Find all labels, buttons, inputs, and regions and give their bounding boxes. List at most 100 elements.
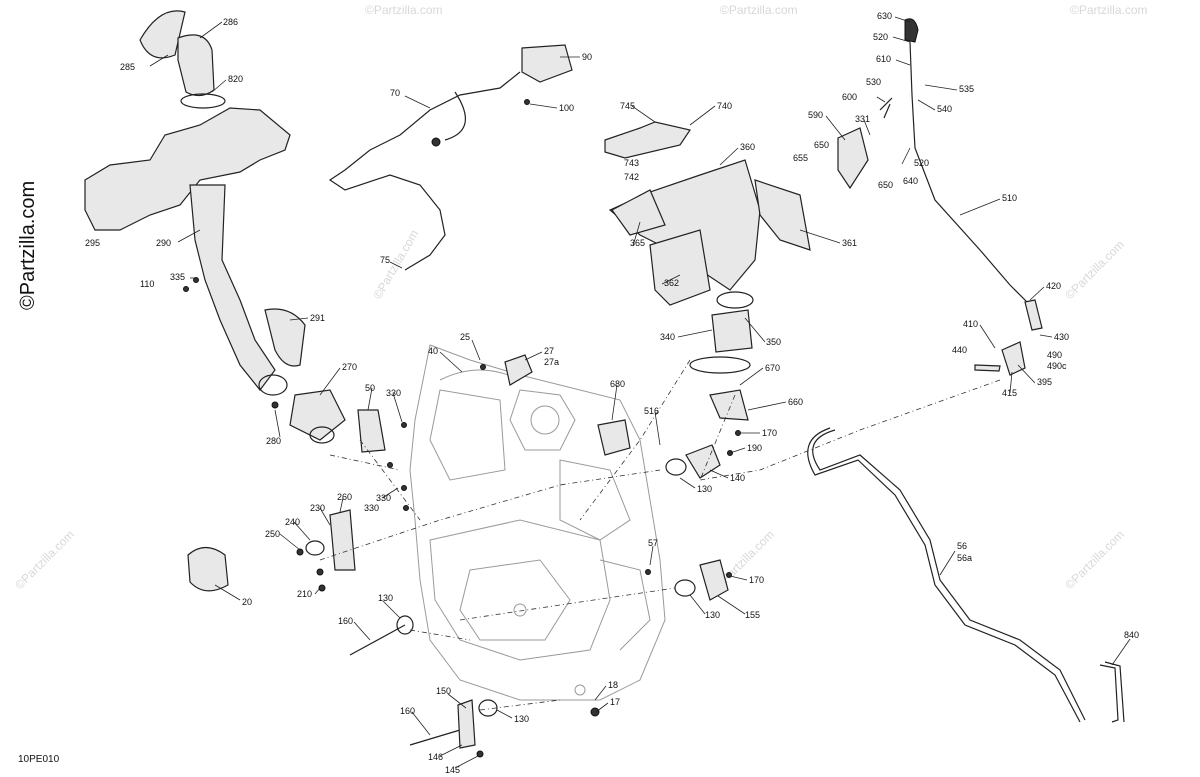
side-watermark: ©Partzilla.com (17, 181, 39, 310)
callout-label: 660 (788, 397, 803, 407)
callout-label: 330 (364, 503, 379, 513)
callout-label: 25 (460, 332, 470, 342)
callout-label: 57 (648, 538, 658, 548)
callout-label: 610 (876, 54, 891, 64)
callout-label: 150 (436, 686, 451, 696)
callout-label: 130 (697, 484, 712, 494)
callout-label: 340 (660, 332, 675, 342)
callout-label: 740 (717, 101, 732, 111)
callout-label: 145 (445, 765, 460, 775)
callout-label: 75 (380, 255, 390, 265)
callout-label: 50 (365, 383, 375, 393)
callout-label: 291 (310, 313, 325, 323)
callout-label: 630 (877, 11, 892, 21)
callout-label: 160 (400, 706, 415, 716)
watermark-tile: ©Partzilla.com (1070, 3, 1148, 17)
watermark-tile: ©Partzilla.com (12, 527, 77, 592)
engine-assembly (409, 344, 666, 701)
callout-label: 840 (1124, 630, 1139, 640)
callout-label: 516 (644, 406, 659, 416)
callout-label: 420 (1046, 281, 1061, 291)
callout-label: 155 (745, 610, 760, 620)
callout-label: 190 (747, 443, 762, 453)
callout-label: 650 (878, 180, 893, 190)
callout-label: 20 (242, 597, 252, 607)
watermark-tiles: ©Partzilla.com ©Partzilla.com ©Partzilla… (12, 3, 1147, 592)
callout-labels: 286 285 820 295 290 335 110 291 270 280 … (85, 11, 1139, 775)
callout-label: 70 (390, 88, 400, 98)
small-parts (183, 277, 749, 758)
callout-label: 335 (170, 272, 185, 282)
callout-label: 27a (544, 357, 559, 367)
callout-label: 350 (766, 337, 781, 347)
callout-label: 650 (814, 140, 829, 150)
callout-label: 130 (514, 714, 529, 724)
hoses (807, 427, 1125, 723)
callout-label: 56 (957, 541, 967, 551)
callout-label: 680 (610, 379, 625, 389)
watermark-tile: ©Partzilla.com (365, 3, 443, 17)
callout-label: 745 (620, 101, 635, 111)
callout-label: 590 (808, 110, 823, 120)
callout-label: 286 (223, 17, 238, 27)
callout-label: 280 (266, 436, 281, 446)
callout-label: 520 (914, 158, 929, 168)
callout-label: 670 (765, 363, 780, 373)
callout-label: 365 (630, 238, 645, 248)
watermark-tile: ©Partzilla.com (1062, 237, 1127, 302)
watermark-tile: ©Partzilla.com (720, 3, 798, 17)
callout-label: 27 (544, 346, 554, 356)
watermark-tile: ©Partzilla.com (1062, 527, 1127, 592)
callout-label: 540 (937, 104, 952, 114)
callout-label: 530 (866, 77, 881, 87)
callout-label: 330 (376, 493, 391, 503)
callout-label: 56a (957, 553, 972, 563)
callout-label: 490 (1047, 350, 1062, 360)
callout-label: 430 (1054, 332, 1069, 342)
leader-lines (149, 16, 1131, 769)
callout-label: 510 (1002, 193, 1017, 203)
callout-label: 250 (265, 529, 280, 539)
callout-label: 90 (582, 52, 592, 62)
callout-label: 170 (749, 575, 764, 585)
callout-label: 290 (156, 238, 171, 248)
callout-label: 331 (855, 114, 870, 124)
intake-duct (84, 10, 346, 444)
throttle-cable (328, 44, 573, 271)
callout-label: 17 (610, 697, 620, 707)
callout-label: 160 (338, 616, 353, 626)
callout-label: 361 (842, 238, 857, 248)
callout-label: 40 (428, 346, 438, 356)
callout-label: 742 (624, 172, 639, 182)
callout-label: 260 (337, 492, 352, 502)
callout-label: 295 (85, 238, 100, 248)
callout-label: 140 (730, 473, 745, 483)
callout-label: 146 (428, 752, 443, 762)
callout-label: 230 (310, 503, 325, 513)
callout-label: 210 (297, 589, 312, 599)
callout-label: 395 (1037, 377, 1052, 387)
callout-label: 600 (842, 92, 857, 102)
callout-label: 240 (285, 517, 300, 527)
callout-label: 415 (1002, 388, 1017, 398)
callout-label: 520 (873, 32, 888, 42)
callout-label: 330 (386, 388, 401, 398)
callout-label: 360 (740, 142, 755, 152)
callout-label: 100 (559, 103, 574, 113)
callout-label: 820 (228, 74, 243, 84)
callout-label: 110 (140, 279, 154, 289)
callout-label: 535 (959, 84, 974, 94)
callout-label: 640 (903, 176, 918, 186)
callout-label: 440 (952, 345, 967, 355)
callout-label: 130 (705, 610, 720, 620)
callout-label: 130 (378, 593, 393, 603)
callout-label: 270 (342, 362, 357, 372)
air-box (604, 121, 811, 374)
callout-label: 170 (762, 428, 777, 438)
callout-label: 362 (664, 278, 679, 288)
callout-label: 285 (120, 62, 135, 72)
callout-label: 18 (608, 680, 618, 690)
assembly-lines (319, 359, 1001, 711)
diagram-reference: 10PE010 (18, 754, 60, 765)
